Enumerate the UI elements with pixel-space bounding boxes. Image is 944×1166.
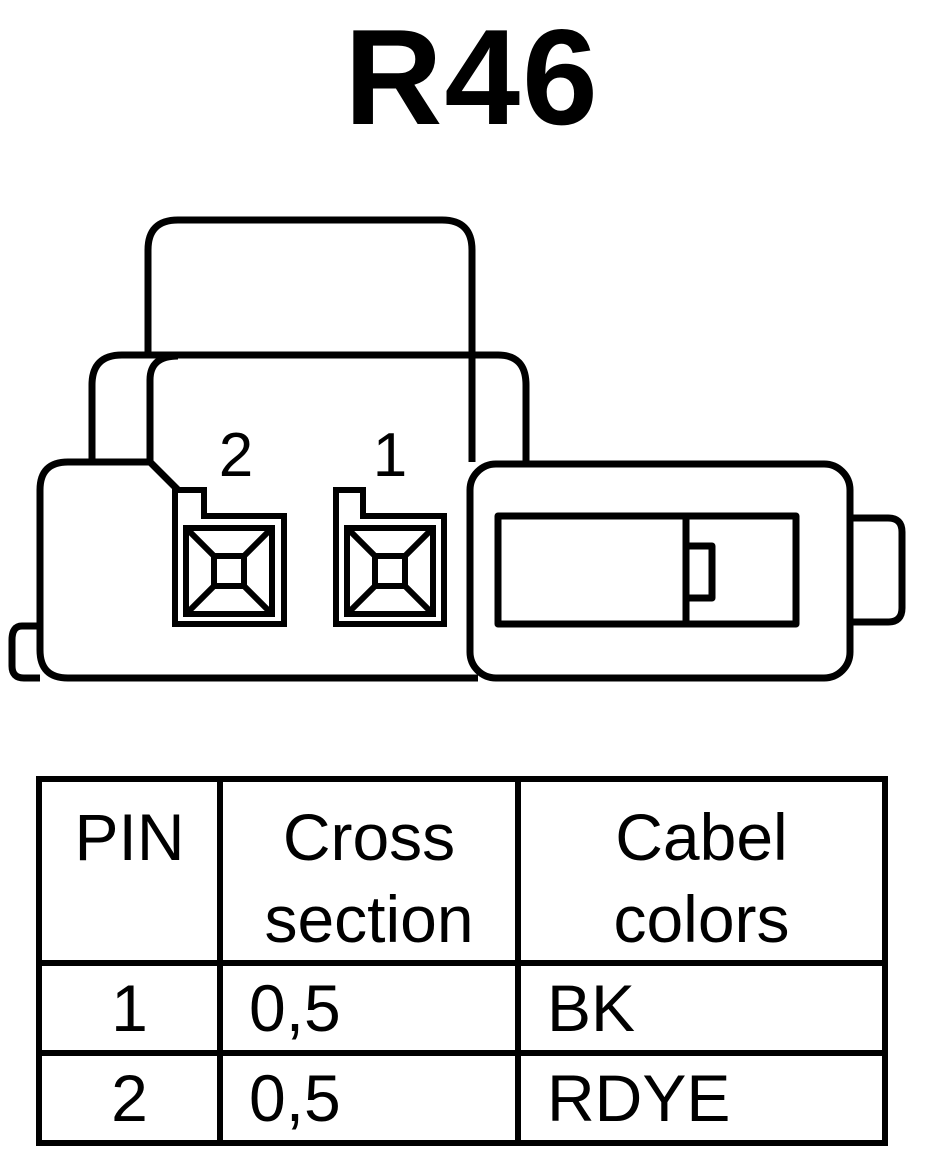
pin-label-1: 1 — [373, 421, 407, 490]
cell-color: BK — [515, 960, 888, 1056]
cell-pin: 2 — [36, 1050, 223, 1146]
table-row: 1 0,5 BK — [36, 960, 888, 1056]
left-body — [36, 458, 478, 682]
cell-color: RDYE — [515, 1050, 888, 1146]
pin-2-terminal — [172, 487, 287, 627]
header-pin-line1: PIN — [74, 800, 185, 874]
header-pin: PIN — [36, 776, 223, 966]
pin-assignment-table: PIN Cross section Cabel colors 1 0,5 BK … — [36, 776, 888, 1146]
right-tab — [850, 514, 906, 626]
left-foot — [8, 622, 40, 682]
header-cross-line2: section — [264, 882, 474, 956]
connector-drawing: 2 1 — [8, 216, 906, 682]
cell-pin: 1 — [36, 960, 223, 1056]
connector-title: R46 — [344, 1, 600, 153]
header-color-line1: Cabel — [615, 800, 788, 874]
header-color-line2: colors — [613, 882, 790, 956]
right-window — [494, 512, 800, 628]
table-header-row: PIN Cross section Cabel colors — [36, 776, 888, 966]
right-body — [466, 460, 854, 682]
top-latch — [144, 216, 476, 462]
cell-cross-section: 0,5 — [217, 1050, 521, 1146]
pin-1-terminal — [333, 487, 447, 627]
header-cable-colors: Cabel colors — [515, 776, 888, 966]
right-window-tab — [682, 542, 716, 602]
cell-cross-section: 0,5 — [217, 960, 521, 1056]
header-cross-line1: Cross — [282, 800, 456, 874]
header-cross-section: Cross section — [217, 776, 521, 966]
pin-label-2: 2 — [219, 421, 253, 490]
table-row: 2 0,5 RDYE — [36, 1050, 888, 1146]
upper-housing — [88, 351, 530, 462]
